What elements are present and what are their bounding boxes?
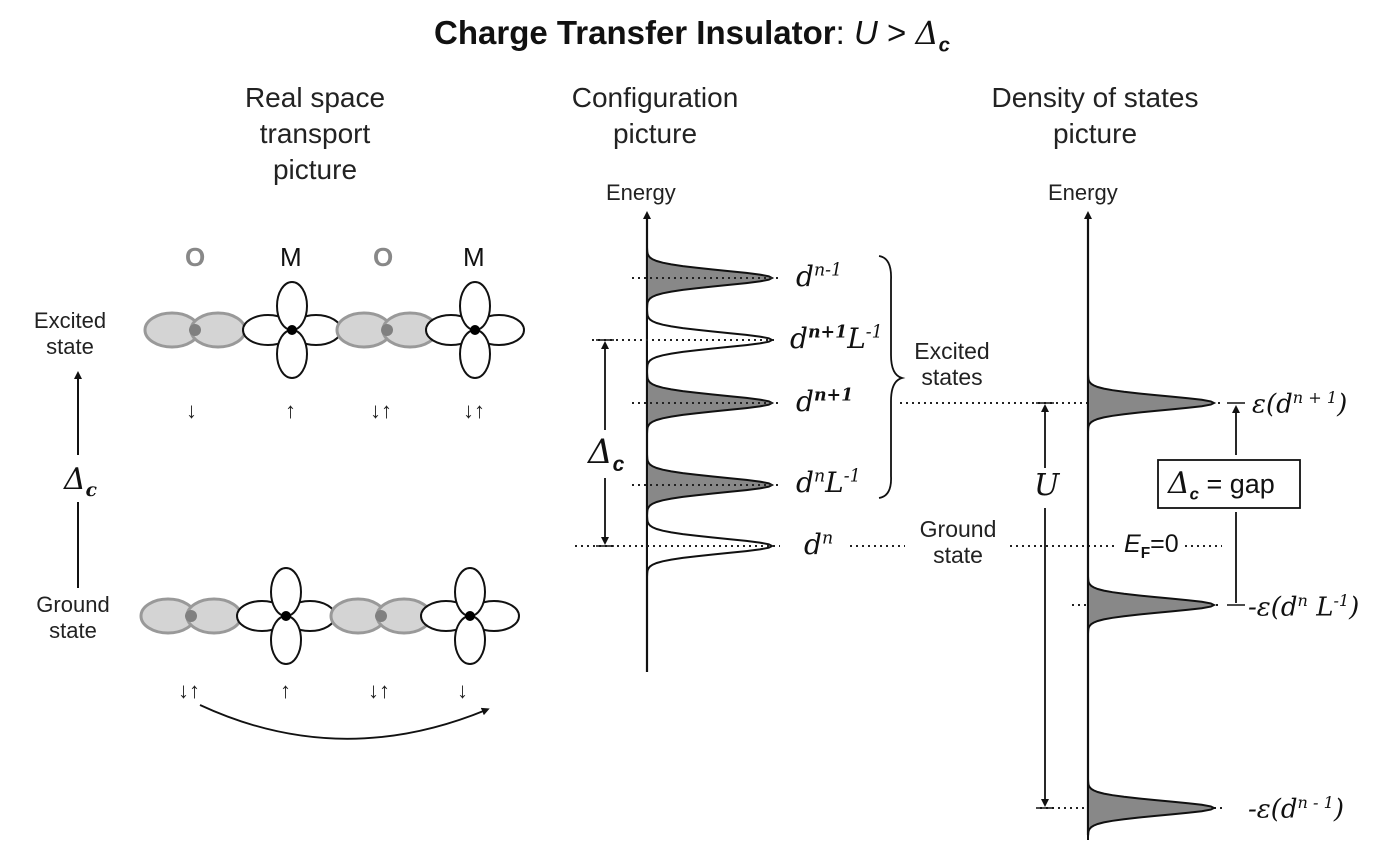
transport-arrow (199, 704, 490, 740)
config-peaks (646, 244, 775, 580)
excited-chain (143, 281, 525, 379)
ground-chain (139, 567, 520, 665)
dos-peaks (1087, 371, 1217, 840)
excited-states-brace (878, 255, 906, 499)
peak-label-dn+1: ε(dn + 1) (1252, 388, 1348, 420)
gap-box (1157, 459, 1301, 509)
atom-label-m1: M (280, 242, 302, 272)
config-peak-2 (646, 306, 775, 374)
atom-label-o1: O (185, 242, 206, 272)
dos-peak-3 (1087, 776, 1217, 840)
config-energy-label: Energy (606, 180, 676, 205)
spin-excited-m2: ↓↑ (463, 398, 485, 423)
spin-excited-o1: ↓ (186, 398, 197, 423)
gap-box-label: Δc = gap (1168, 466, 1275, 504)
spin-ground-m2: ↓ (457, 678, 468, 703)
dos-energy-label: Energy (1048, 180, 1118, 205)
dos-peak-1 (1087, 371, 1217, 435)
spin-ground-o2: ↓↑ (368, 678, 390, 703)
peak-label-dn-1: -ε(dn - 1) (1248, 793, 1345, 825)
left-delta-c: Δc (64, 462, 97, 501)
fermi-level-label: EF=0 (1124, 530, 1179, 562)
config-level-dn+1-L-1: dn+1L-1 (790, 322, 883, 355)
config-level-dn: dn (804, 528, 834, 561)
atom-label-o2: O (373, 242, 394, 272)
spin-ground-m1: ↑ (280, 678, 291, 703)
page-title: Charge Transfer Insulator: U > Δc (434, 14, 950, 57)
config-dotted-levels (575, 277, 780, 547)
dos-peak-2 (1087, 573, 1217, 637)
spin-ground-o1: ↓↑ (178, 678, 200, 703)
config-peak-5 (646, 512, 775, 580)
atom-label-m2: M (463, 242, 485, 272)
config-level-dn+1: dn+1 (796, 385, 854, 418)
config-level-dn-1: dn-1 (796, 260, 843, 293)
spin-excited-o2: ↓↑ (370, 398, 392, 423)
peak-label-dnL-1: -ε(dn L-1) (1248, 591, 1360, 623)
u-label: U (1034, 468, 1060, 503)
spin-excited-m1: ↑ (285, 398, 296, 423)
config-delta-c: Δc (588, 432, 625, 476)
config-level-dn-L-1: dnL-1 (796, 466, 861, 499)
